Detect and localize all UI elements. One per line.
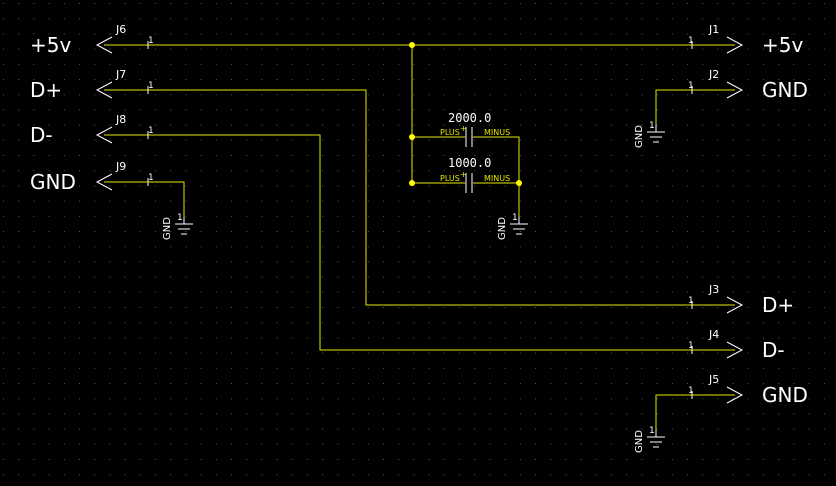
connector-ref: J5 [708, 373, 719, 386]
wire-gnd-j5 [655, 394, 735, 430]
pin-number: 1 [148, 126, 154, 136]
wire-d-plus [104, 89, 735, 306]
pin-number: 1 [148, 81, 154, 91]
net-label: +5v [30, 33, 71, 57]
net-label: +5v [762, 33, 803, 57]
plus-sign: + [460, 170, 467, 179]
arrow-right-icon [726, 81, 744, 99]
ground-label: GND [634, 430, 645, 453]
wire-d-minus [104, 134, 735, 351]
pin-number: 1 [688, 81, 694, 91]
junction-dot [409, 134, 415, 140]
connector-ref: J8 [115, 113, 126, 126]
minus-label: MINUS [484, 128, 510, 137]
arrow-left-icon [95, 126, 113, 144]
net-label: GND [30, 170, 76, 194]
ground-icon [175, 217, 193, 235]
pin-number: 1 [177, 213, 183, 223]
pin-number: 1 [148, 173, 154, 183]
ground-label: GND [162, 217, 173, 240]
ground-label: GND [634, 125, 645, 148]
left-connectors: +5v D+ D- GND J6 J7 J8 J9 1 1 1 1 [30, 23, 154, 194]
background-grid [3, 3, 825, 476]
arrow-right-icon [726, 296, 744, 314]
right-connector-arrows [726, 36, 744, 404]
wire-cap1-minus [473, 136, 520, 217]
connector-ref: J7 [115, 68, 126, 81]
wire-gnd-left [104, 181, 185, 217]
pin-number: 1 [688, 386, 694, 396]
left-connector-arrows [95, 36, 113, 191]
junction-dot [409, 180, 415, 186]
pin-number: 1 [148, 36, 154, 46]
ground-symbol-cap: 1 GND [497, 213, 528, 240]
ground-icon [647, 125, 665, 143]
wire-gnd-j2 [655, 89, 735, 125]
ground-label: GND [497, 217, 508, 240]
pin-number: 1 [688, 341, 694, 351]
net-label: D+ [30, 78, 62, 102]
pin-number: 1 [512, 213, 518, 223]
pin-number: 1 [688, 36, 694, 46]
net-label: D+ [762, 293, 794, 317]
net-label: D- [30, 123, 53, 147]
ground-symbol-j5: 1 GND [634, 426, 665, 453]
plus-label: PLUS [440, 128, 460, 137]
arrow-right-icon [726, 386, 744, 404]
connector-ref: J1 [708, 23, 719, 36]
ground-symbol-j2: 1 GND [634, 121, 665, 148]
connector-ref: J6 [115, 23, 126, 36]
arrow-right-icon [726, 36, 744, 54]
junction-dot [516, 180, 522, 186]
capacitor-c2: 1000.0 PLUS + MINUS [440, 156, 510, 193]
connector-ref: J9 [115, 160, 126, 173]
arrow-left-icon [95, 36, 113, 54]
pin-ticks [147, 41, 693, 399]
right-connectors: +5v GND D+ D- GND J1 J2 J3 J4 J5 1 1 1 1… [688, 23, 808, 407]
net-label: D- [762, 338, 785, 362]
plus-sign: + [460, 124, 467, 133]
wires [104, 44, 735, 430]
net-label: GND [762, 78, 808, 102]
capacitor-icon [465, 173, 473, 193]
connector-ref: J2 [708, 68, 719, 81]
arrow-right-icon [726, 341, 744, 359]
ground-icon [510, 217, 528, 235]
net-label: GND [762, 383, 808, 407]
junctions [409, 42, 522, 186]
capacitor-c1: 2000.0 PLUS + MINUS [440, 111, 510, 147]
capacitor-icon [465, 127, 473, 147]
pin-number: 1 [649, 121, 655, 131]
ground-symbol-j9: 1 GND [162, 213, 193, 240]
junction-dot [409, 42, 415, 48]
plus-label: PLUS [440, 174, 460, 183]
arrow-left-icon [95, 81, 113, 99]
connector-ref: J3 [708, 283, 719, 296]
capacitor-value: 2000.0 [448, 111, 491, 125]
ground-icon [647, 430, 665, 448]
arrow-left-icon [95, 173, 113, 191]
pin-number: 1 [688, 296, 694, 306]
capacitor-value: 1000.0 [448, 156, 491, 170]
connector-ref: J4 [708, 328, 719, 341]
minus-label: MINUS [484, 174, 510, 183]
pin-number: 1 [649, 426, 655, 436]
